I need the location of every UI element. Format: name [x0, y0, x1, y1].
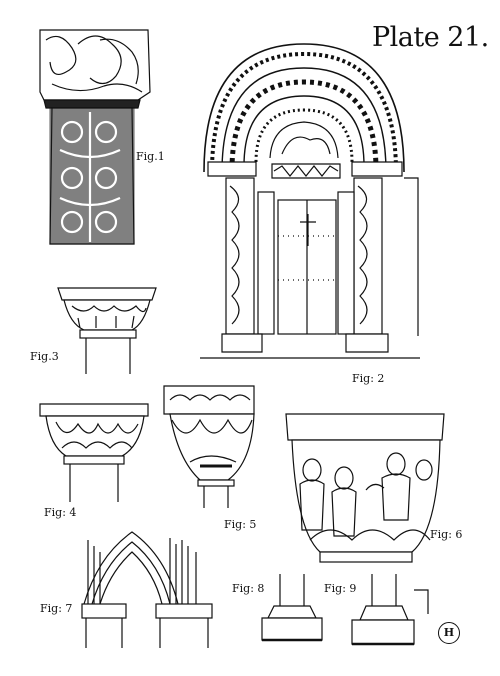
fig-2-drawing: [200, 43, 420, 359]
fig-8-drawing: [261, 574, 323, 642]
fig-7-drawing: [81, 531, 213, 648]
fig-1-label: Fig.1: [136, 150, 165, 163]
fig-4-label: Fig: 4: [44, 506, 77, 519]
fig-9-drawing: [351, 574, 429, 646]
plate-title: Plate 21.: [372, 22, 489, 53]
fig-8-label: Fig: 8: [232, 582, 265, 595]
artist-monogram: H: [438, 622, 460, 644]
fig-2-label: Fig: 2: [352, 372, 385, 385]
fig-9-label: Fig: 9: [324, 582, 357, 595]
fig-4-drawing: [39, 403, 149, 502]
fig-3-drawing: [57, 287, 157, 374]
fig-5-label: Fig: 5: [224, 518, 257, 531]
fig-6-drawing: [285, 413, 445, 563]
fig-1-drawing: [39, 29, 151, 245]
fig-7-label: Fig: 7: [40, 602, 73, 615]
fig-5-drawing: [163, 385, 255, 508]
fig-6-label: Fig: 6: [430, 528, 463, 541]
fig-3-label: Fig.3: [30, 350, 59, 363]
